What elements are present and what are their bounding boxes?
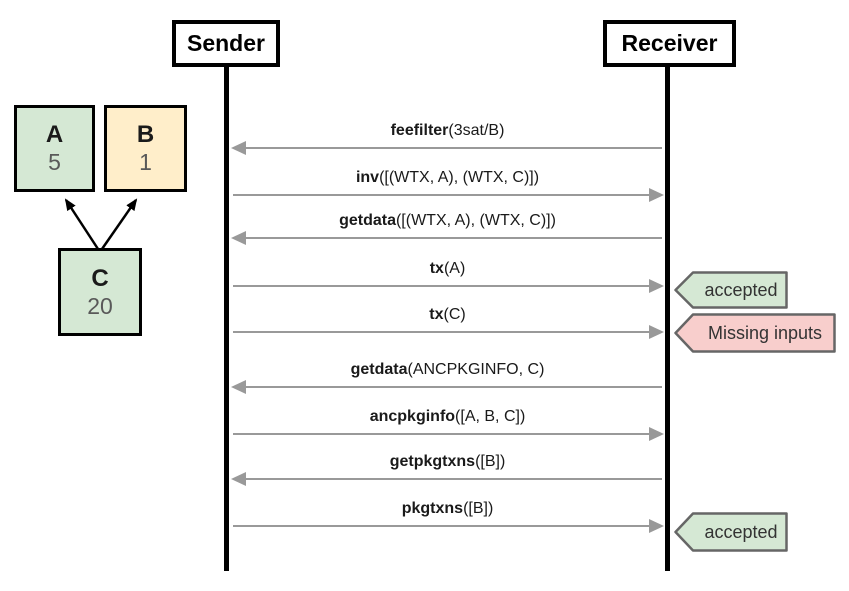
message-name: inv [355,169,380,186]
arrow-left-icon [231,472,246,486]
message-label: getdata([(WTX, A), (WTX, C)]) [231,212,664,234]
message-arrow-line [233,194,662,196]
arrow-right-icon [649,325,664,339]
message-arrow-line [233,433,662,435]
message-pkgtxns: pkgtxns([B]) [231,500,664,540]
message-args: (3sat/B) [448,122,505,139]
message-feefilter: feefilter(3sat/B) [231,122,664,162]
message-name: tx [429,306,444,323]
tx-node-fee: 1 [139,149,152,176]
flag-shape [674,271,788,309]
arrow-left-icon [231,231,246,245]
actor-receiver: Receiver [603,20,736,67]
status-flag-missing-inputs: Missing inputs [674,313,836,353]
tx-node-fee: 20 [87,292,113,319]
message-arrow-line [233,331,662,333]
message-args: ([(WTX, A), (WTX, C)]) [379,169,540,186]
message-name: ancpkginfo [369,408,456,425]
message-getdata-ancpkginfo: getdata(ANCPKGINFO, C) [231,361,664,401]
message-name: pkgtxns [401,500,464,517]
message-label: pkgtxns([B]) [231,500,664,522]
status-flag-label: Missing inputs [707,322,823,343]
message-name: tx [429,260,444,277]
tx-node-label: B [136,121,155,149]
flag-shape [674,512,788,552]
status-flag-label: accepted [704,279,778,300]
tx-node-b: B 1 [104,105,187,192]
status-flag-label: accepted [704,521,778,542]
message-name: feefilter [390,122,449,139]
message-label: inv([(WTX, A), (WTX, C)]) [231,169,664,191]
arrow-right-icon [649,519,664,533]
tx-node-fee: 5 [48,149,61,176]
message-args: ([A, B, C]) [455,408,526,425]
status-flag-accepted-1: accepted [674,271,788,309]
flag-shape [674,313,836,353]
arrow-left-icon [231,380,246,394]
message-label: tx(A) [231,260,664,282]
actor-receiver-label: Receiver [621,30,718,56]
message-args: ([B]) [475,453,506,470]
message-arrow-line [233,147,662,149]
arrow-right-icon [649,188,664,202]
message-label: getpkgtxns([B]) [231,453,664,475]
flag-pentagon [674,271,788,309]
message-arrow-line [233,386,662,388]
message-name: getpkgtxns [389,453,476,470]
message-getpkgtxns: getpkgtxns([B]) [231,453,664,493]
message-arrow-line [233,525,662,527]
message-args: (ANCPKGINFO, C) [407,361,545,378]
tx-node-label: A [45,121,64,149]
arrow-left-icon [231,141,246,155]
message-arrow-line [233,478,662,480]
message-tx-a: tx(A) [231,260,664,300]
tx-node-c: C 20 [58,248,142,336]
receiver-lifeline [665,67,670,571]
message-args: (A) [443,260,466,277]
message-label: tx(C) [231,306,664,328]
message-inv: inv([(WTX, A), (WTX, C)]) [231,169,664,209]
message-getdata-wtx: getdata([(WTX, A), (WTX, C)]) [231,212,664,252]
message-label: getdata(ANCPKGINFO, C) [231,361,664,383]
message-name: getdata [339,212,396,229]
flag-pentagon [674,313,836,353]
arrow-right-icon [649,427,664,441]
tx-node-label: C [91,264,109,292]
message-label: ancpkginfo([A, B, C]) [231,408,664,430]
message-ancpkginfo: ancpkginfo([A, B, C]) [231,408,664,448]
message-args: ([B]) [463,500,494,517]
message-arrow-line [233,237,662,239]
status-flag-accepted-2: accepted [674,512,788,552]
message-tx-c: tx(C) [231,306,664,346]
tx-node-a: A 5 [14,105,95,192]
edge-c-to-b [100,198,138,250]
arrow-right-icon [649,279,664,293]
actor-sender: Sender [172,20,280,67]
sender-lifeline [224,67,229,571]
message-arrow-line [233,285,662,287]
message-args: (C) [443,306,466,323]
actor-sender-label: Sender [187,30,265,56]
message-label: feefilter(3sat/B) [231,122,664,144]
message-name: getdata [350,361,408,378]
flag-pentagon [674,512,788,552]
edge-c-to-a [64,198,100,250]
message-args: ([(WTX, A), (WTX, C)]) [395,212,556,229]
